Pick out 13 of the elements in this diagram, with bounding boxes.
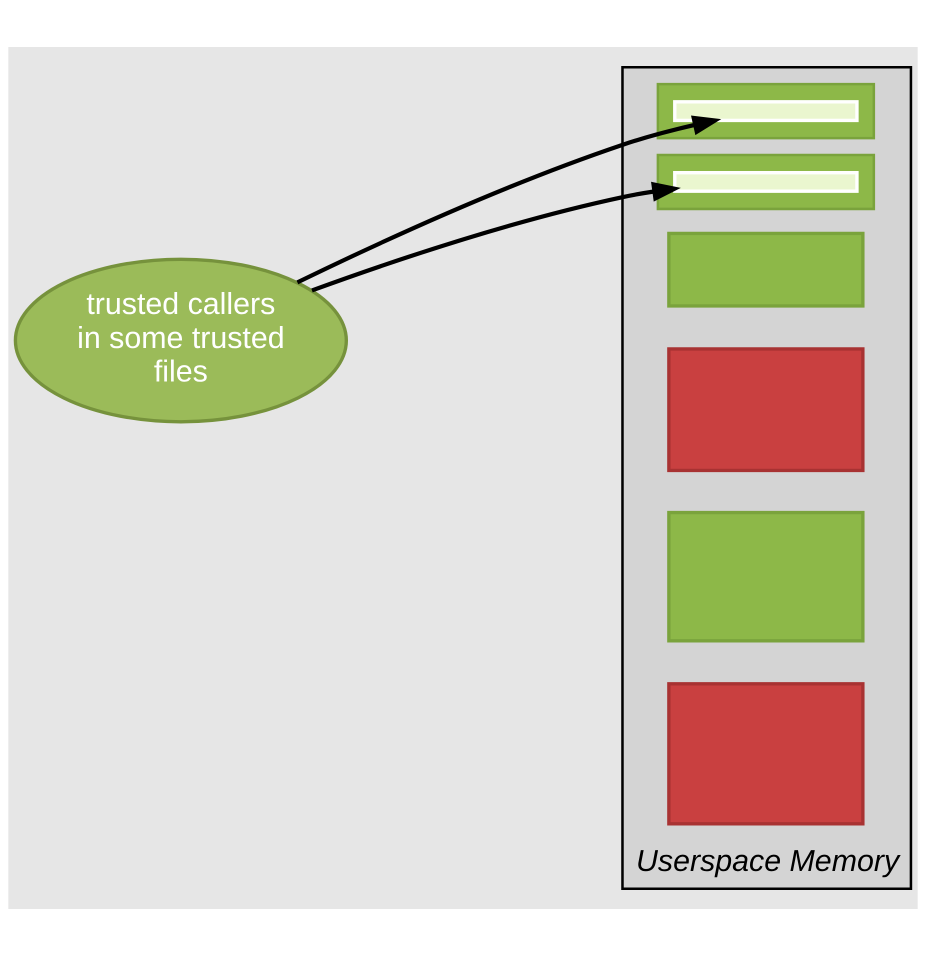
node-bar	[667, 347, 865, 472]
node-ellipse: trusted callers in some trusted files	[14, 258, 348, 424]
node-bar	[667, 232, 865, 308]
cluster	[621, 66, 912, 890]
node-bar	[667, 510, 865, 642]
node-bar	[673, 170, 859, 193]
node-label: Userspace Memory	[636, 844, 900, 878]
arrow	[311, 182, 681, 292]
node-bar	[667, 682, 865, 826]
cluster	[656, 82, 876, 140]
node-bar	[673, 100, 859, 122]
cluster	[656, 154, 876, 210]
arrow	[296, 115, 722, 284]
